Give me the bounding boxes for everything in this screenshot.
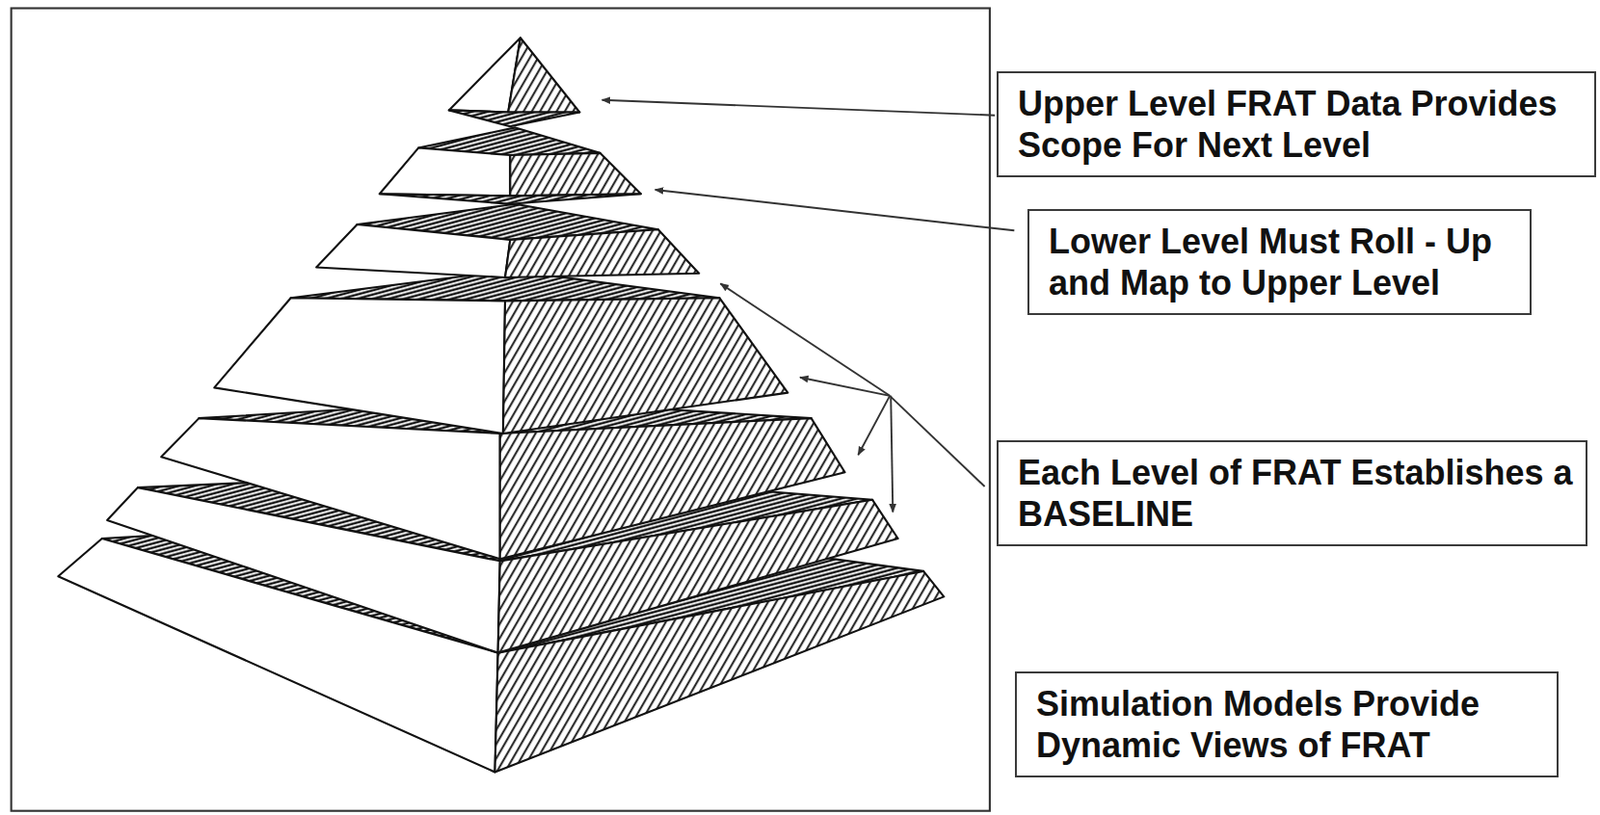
callout-text: Upper Level FRAT Data Provides Scope For… <box>1017 82 1583 166</box>
pyramid-layer <box>379 127 641 204</box>
leader-line <box>800 377 890 397</box>
callout-box: Upper Level FRAT Data Provides Scope For… <box>996 71 1597 178</box>
callout-text: Simulation Models Provide Dynamic Views … <box>1036 683 1546 767</box>
pyramid-layer <box>449 37 581 127</box>
pyramid-layers <box>57 37 944 773</box>
leader-line <box>890 396 893 513</box>
leader-line <box>889 396 985 487</box>
figure-frame <box>11 8 990 812</box>
leader-line <box>857 396 890 455</box>
leader-line <box>602 100 996 116</box>
callout-box: Each Level of FRAT Establishes a BASELIN… <box>996 440 1588 547</box>
leader-line <box>655 189 1015 231</box>
leader-lines <box>602 100 1015 513</box>
callout-text: Each Level of FRAT Establishes a BASELIN… <box>1017 452 1574 535</box>
pyramid-layer <box>316 204 699 278</box>
pyramid-layer <box>213 270 788 434</box>
callout-box: Simulation Models Provide Dynamic Views … <box>1014 671 1559 778</box>
leader-line <box>720 283 890 396</box>
callout-text: Lower Level Must Roll - Up and Map to Up… <box>1048 220 1519 304</box>
callout-box: Lower Level Must Roll - Up and Map to Up… <box>1027 209 1532 316</box>
